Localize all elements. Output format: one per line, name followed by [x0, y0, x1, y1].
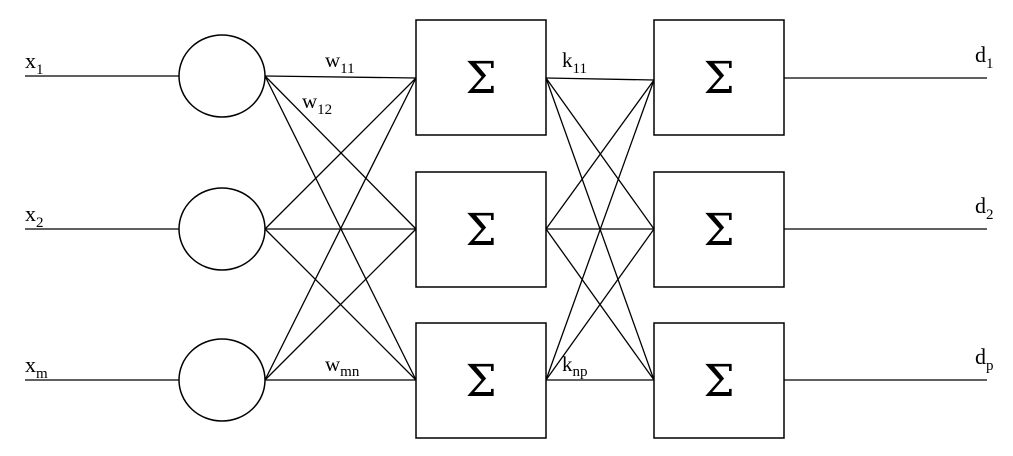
output-label-dp: dp: [975, 344, 994, 374]
connection-edge: [264, 228, 417, 381]
input-lines: [25, 75, 180, 381]
weight-label-knp: knp: [562, 352, 588, 380]
hidden-sum-node: [415, 171, 547, 288]
input-label-xm: xm: [25, 352, 48, 382]
input-label-x2: x2: [25, 201, 44, 231]
connection-edge: [264, 77, 417, 230]
output-lines: [784, 77, 987, 381]
connection-edge: [264, 77, 417, 381]
output-sum-node: [653, 19, 785, 136]
input-neuron: [178, 187, 266, 271]
input-layer: [178, 34, 266, 422]
weight-label-w11: w11: [325, 48, 355, 77]
hidden-output-connections: [545, 77, 655, 381]
sigma-symbol: Σ: [703, 53, 734, 104]
connection-edge: [264, 75, 417, 79]
hidden-layer: Σ Σ Σ: [415, 19, 547, 439]
input-label-x1: x1: [25, 48, 44, 78]
output-layer: Σ Σ Σ: [653, 19, 785, 439]
sigma-symbol: Σ: [465, 53, 496, 104]
connection-edge: [545, 79, 655, 381]
output-label-d2: d2: [975, 193, 994, 223]
connection-edge: [264, 75, 417, 230]
weight-label-k11: k11: [562, 48, 587, 77]
output-label-d1: d1: [975, 42, 994, 72]
input-neuron: [178, 338, 266, 422]
sigma-symbol: Σ: [703, 205, 734, 256]
sigma-symbol: Σ: [703, 356, 734, 407]
sigma-symbol: Σ: [465, 205, 496, 256]
input-neuron: [178, 34, 266, 118]
input-hidden-connections: [264, 75, 417, 381]
hidden-sum-node: [415, 19, 547, 136]
connection-edge: [545, 79, 655, 230]
connection-edge: [545, 228, 655, 381]
weight-label-w12: w12: [302, 89, 332, 118]
output-sum-node: [653, 322, 785, 439]
output-sum-node: [653, 171, 785, 288]
weight-label-wmn: wmn: [325, 352, 360, 380]
connection-edge: [545, 77, 655, 81]
hidden-sum-node: [415, 322, 547, 439]
sigma-symbol: Σ: [465, 356, 496, 407]
